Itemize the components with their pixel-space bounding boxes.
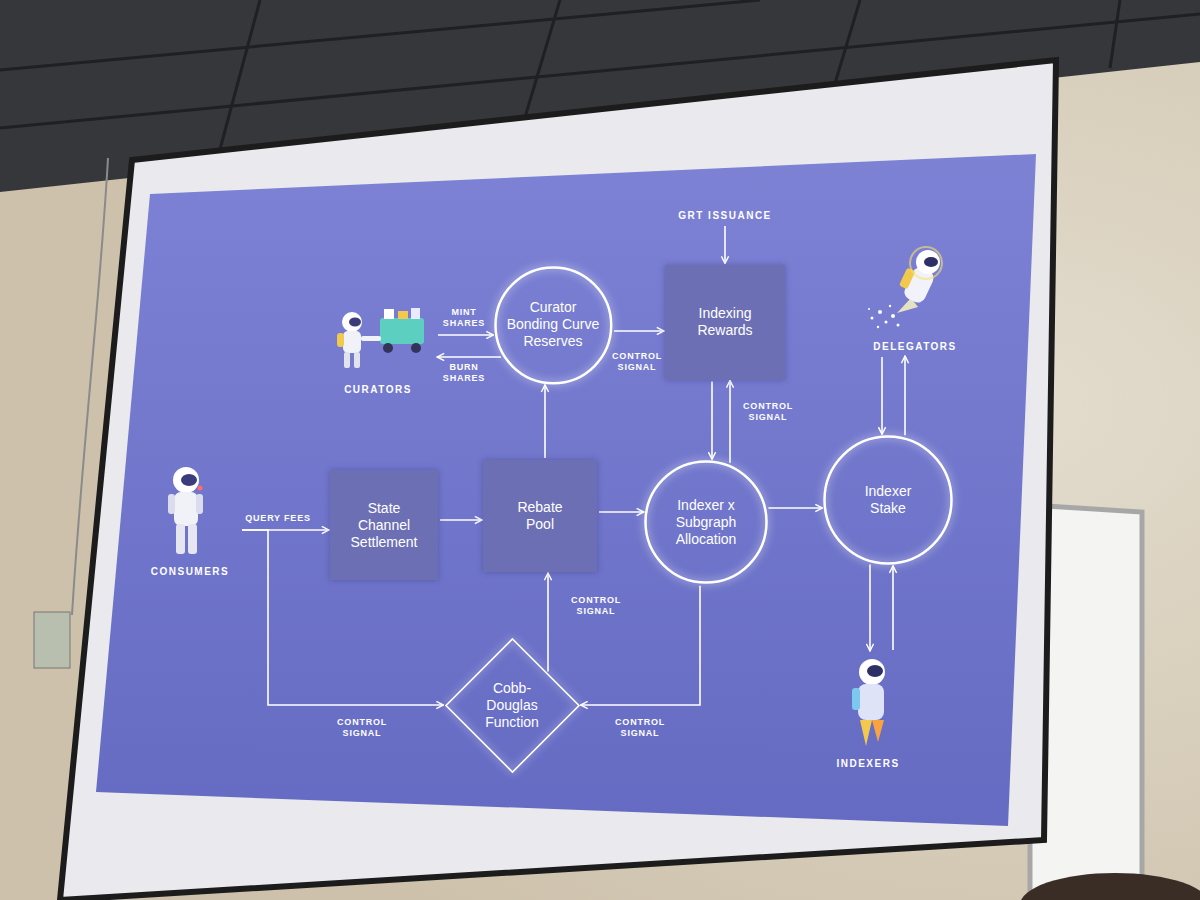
process-box: Rebate Pool [483, 460, 597, 572]
flow-arrow [869, 564, 871, 651]
node-text: INDEXERS [836, 758, 899, 770]
actor-figure: CONSUMERS [140, 460, 240, 580]
flow-arrow [547, 573, 549, 672]
node-text: GRT ISSUANCE [678, 210, 772, 222]
node-text: Indexing Rewards [677, 305, 773, 339]
flow-arrow [892, 566, 894, 650]
reserve-circle: Curator Bonding Curve Reserves [494, 266, 613, 385]
flow-arrow [544, 385, 546, 458]
node-text: Indexer Stake [853, 483, 923, 517]
flow-arrow [711, 382, 713, 460]
flow-arrow [768, 507, 822, 509]
audience-head [1020, 873, 1200, 900]
flow-arrow [881, 357, 883, 434]
stake-circle: Indexer Stake [823, 435, 953, 565]
actor-figure: CURATORS [320, 302, 436, 398]
node-text: Cobb-Douglas Function [480, 680, 544, 731]
node-text: Indexer x Subgraph Allocation [660, 497, 752, 548]
decision-diamond: Cobb-Douglas Function [445, 638, 580, 773]
signal-label: CONTROL SIGNAL [610, 350, 664, 374]
signal-label: CONTROL SIGNAL [613, 716, 667, 740]
signal-label: QUERY FEES [243, 512, 313, 525]
flow-arrow [599, 511, 644, 513]
process-box: Indexing Rewards [665, 265, 785, 380]
flow-arrow [438, 334, 493, 336]
actor-figure: DELEGATORS [863, 245, 967, 355]
source-label: GRT ISSUANCE [675, 208, 775, 224]
signal-label: CONTROL SIGNAL [335, 716, 389, 740]
node-text: DELEGATORS [873, 341, 957, 353]
projector-screen [60, 60, 1056, 900]
slide [96, 154, 1036, 826]
flow-arrow [614, 330, 664, 332]
allocation-circle: Indexer x Subgraph Allocation [644, 460, 768, 584]
flow-arrow [729, 381, 731, 463]
wall-socket [34, 612, 70, 668]
signal-label: CONTROL SIGNAL [741, 400, 795, 424]
signal-label: MINT SHARES [441, 306, 487, 330]
signal-label: BURN SHARES [441, 361, 487, 385]
node-text: CONSUMERS [151, 566, 230, 578]
actor-figure: INDEXERS [818, 652, 918, 772]
node-text: CURATORS [344, 384, 412, 396]
flow-arrow [440, 519, 482, 521]
flow-arrow [724, 226, 726, 264]
flow-arrow [904, 356, 906, 435]
node-text: Curator Bonding Curve Reserves [505, 299, 601, 350]
node-text: State Channel Settlement [344, 500, 424, 551]
curators-illustration [337, 308, 424, 368]
signal-label: CONTROL SIGNAL [569, 594, 623, 618]
flow-arrow [437, 356, 501, 358]
consumers-illustration [168, 467, 203, 554]
delegators-illustration [868, 247, 942, 328]
node-text: Rebate Pool [505, 499, 575, 533]
process-box: State Channel Settlement [330, 470, 438, 580]
indexers-illustration [852, 659, 885, 746]
